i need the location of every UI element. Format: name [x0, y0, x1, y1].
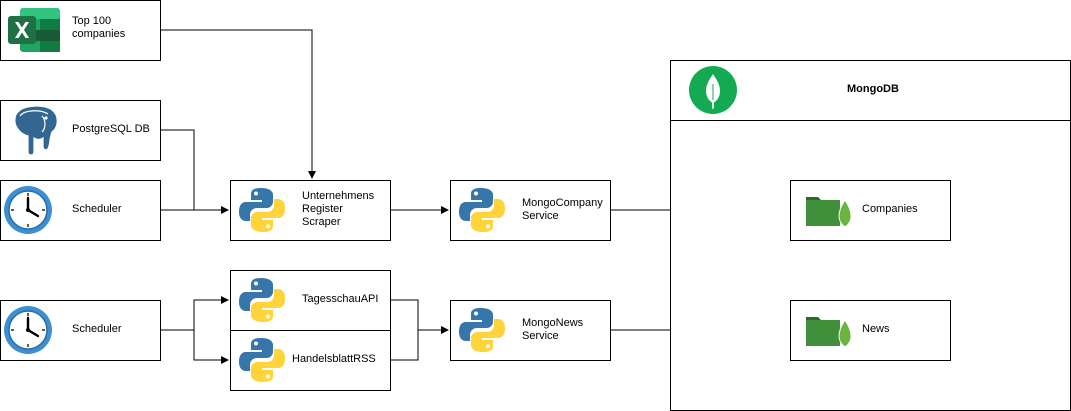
postgresql-elephant-icon	[14, 105, 58, 156]
edge-scheduler2-to-handelsblatt	[193, 330, 229, 364]
excel-label: Top 100 companies	[72, 15, 126, 40]
mongodb-title: MongoDB	[847, 83, 899, 95]
excel-icon	[8, 8, 60, 52]
scraper-label: Unternehmens Register Scraper	[302, 190, 375, 228]
mongocompany-label: MongoCompany Service	[522, 197, 603, 222]
mongonews-label: MongoNews Service	[522, 317, 584, 342]
scheduler-2-label: Scheduler	[72, 323, 122, 335]
edge-postgres-to-scraper	[160, 129, 195, 210]
mongodb-collection-icon	[806, 317, 852, 348]
edge-excel-to-scraper	[160, 29, 316, 179]
clock-icon	[4, 186, 52, 234]
news-label: News	[862, 323, 890, 335]
postgresql-label: PostgreSQL DB	[72, 123, 150, 135]
mongodb-leaf-icon	[689, 66, 737, 114]
edge-tagesschau-to-mongonews	[390, 299, 449, 334]
python-icon	[239, 338, 285, 382]
mongodb-collection-icon	[806, 197, 852, 228]
python-icon	[239, 188, 285, 232]
scheduler-1-label: Scheduler	[72, 203, 122, 215]
companies-label: Companies	[862, 203, 918, 215]
edge-handelsblatt-to-mongonews	[390, 330, 419, 361]
clock-icon	[4, 306, 52, 354]
handelsblatt-label: HandelsblattRSS	[292, 353, 376, 365]
edge-scheduler2-to-tagesschau	[160, 296, 229, 331]
python-icon	[239, 278, 285, 322]
node-companies-collection[interactable]	[790, 180, 951, 241]
python-icon	[459, 188, 505, 232]
python-icon	[459, 308, 505, 352]
tagesschau-label: TagesschauAPI	[302, 293, 379, 305]
